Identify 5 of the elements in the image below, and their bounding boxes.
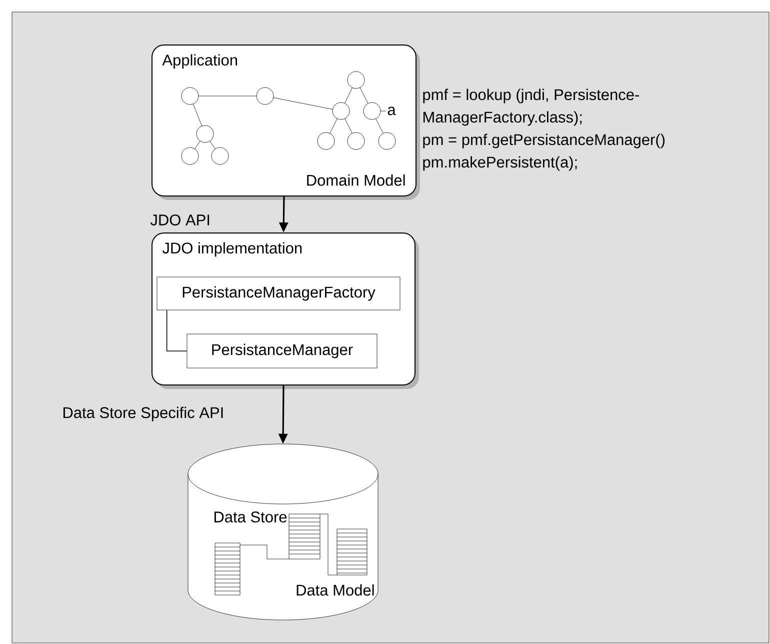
attribute-label: a <box>388 106 396 116</box>
class-box: PersistanceManager <box>186 334 378 368</box>
class-box: PersistanceManagerFactory <box>156 276 400 310</box>
edge-label: Data Store Specific API <box>63 406 223 422</box>
edge-label: JDO API <box>150 214 210 226</box>
